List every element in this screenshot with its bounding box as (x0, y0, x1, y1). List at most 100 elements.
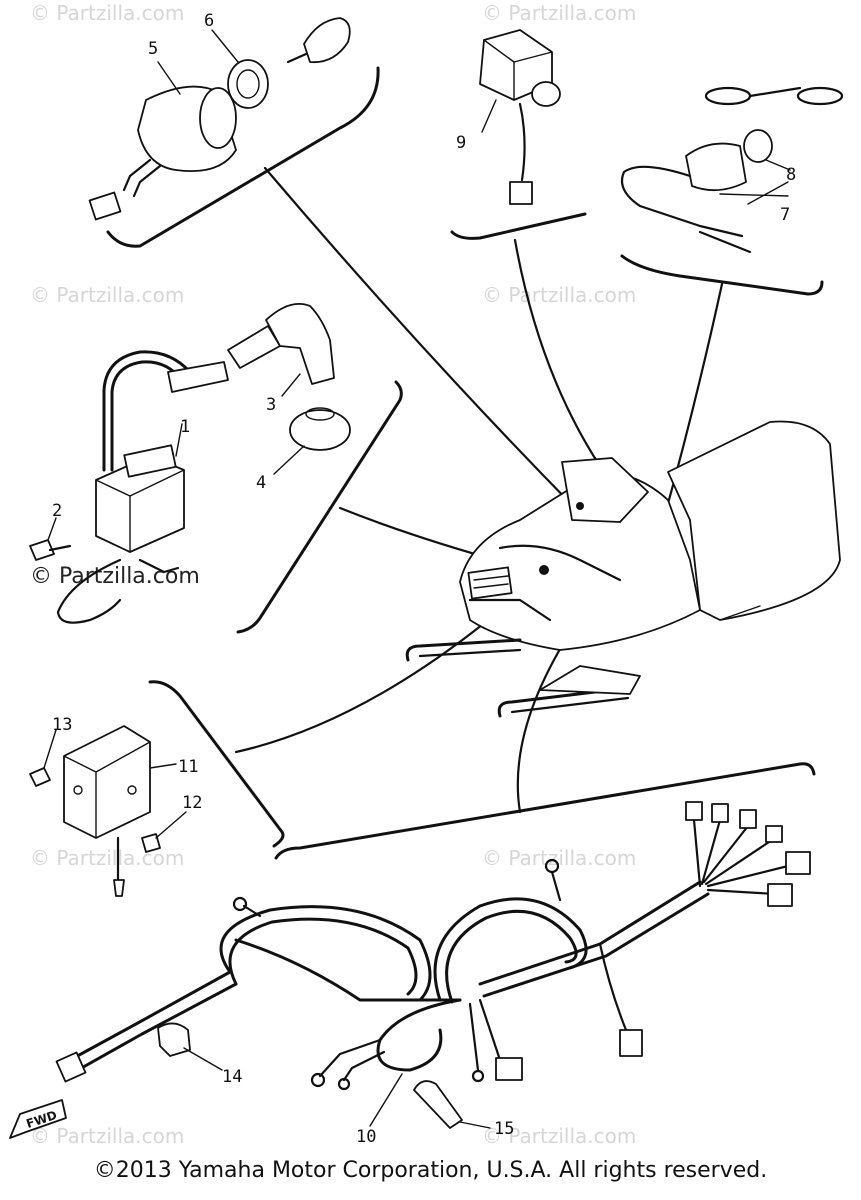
callout-9: 9 (456, 133, 466, 153)
cable-loop (796, 86, 844, 106)
harness-lead (342, 1050, 386, 1082)
callout-2: 2 (52, 501, 62, 521)
watermark: © Partzilla.com (30, 846, 184, 870)
grille-slats (473, 575, 509, 589)
main-switch-assembly (88, 17, 351, 221)
stop-switch-assembly (479, 29, 561, 205)
harness-trunk (76, 982, 238, 1072)
cdi-terminal (113, 879, 125, 897)
nut-13 (29, 767, 51, 787)
ring-terminal (232, 896, 248, 912)
callout-13: 13 (52, 715, 72, 735)
wire-harness-assembly (55, 801, 811, 1129)
watermark: © Partzilla.com (482, 846, 636, 870)
leader-6 (211, 29, 239, 63)
callout-4: 4 (256, 473, 266, 493)
main-switch-connector (88, 191, 122, 221)
leader-10 (369, 1073, 403, 1127)
ignition-coil-bracket (123, 444, 177, 478)
callout-5: 5 (148, 39, 158, 59)
watermark: © Partzilla.com (30, 1, 184, 25)
harness-run (482, 892, 710, 998)
watermark: © Partzilla.com (30, 283, 184, 307)
main-switch-wire (122, 158, 152, 192)
cdi-mount-hole (73, 785, 83, 795)
main-switch-wire (132, 164, 162, 198)
callout-12: 12 (182, 793, 202, 813)
callout-3: 3 (266, 395, 276, 415)
hood-line (498, 544, 622, 582)
callout-6: 6 (204, 11, 214, 31)
harness-connector (685, 801, 703, 821)
harness-connector (767, 883, 793, 907)
leader-11 (149, 763, 177, 769)
harness-connector (765, 825, 783, 843)
main-switch-face (199, 87, 237, 149)
washer-12 (141, 833, 161, 853)
leader-key-switch (263, 166, 577, 510)
watermark: © Partzilla.com (482, 1, 636, 25)
light-switch-wire (698, 230, 752, 254)
callout-8: 8 (786, 165, 796, 185)
harness-run (478, 880, 702, 986)
harness-connector (739, 809, 757, 829)
light-switch-wire (620, 165, 744, 238)
coil-bolt-head (29, 539, 55, 561)
connector-lead (692, 818, 702, 888)
light-switch-body (685, 142, 747, 192)
bracket-top-middle (450, 212, 587, 240)
plug-cap (265, 302, 335, 385)
harness-loop-left (228, 917, 418, 996)
ring-terminal (310, 1072, 326, 1088)
coil-wire (138, 558, 180, 574)
clamp-15 (413, 1080, 463, 1129)
harness-connector (785, 851, 811, 875)
callout-1: 1 (180, 417, 190, 437)
leader-7 (747, 181, 789, 205)
stop-switch-wire (518, 102, 526, 182)
coil-bolt-shank (48, 544, 72, 552)
switch-nut-hole (236, 69, 260, 99)
headlight-grille (467, 566, 513, 600)
harness-loop-lower (376, 998, 462, 1072)
right-ski (510, 696, 630, 714)
harness-connector (619, 1029, 643, 1057)
forward-arrow: FWD (9, 1099, 67, 1139)
stop-switch-connector (509, 181, 533, 205)
callout-numbers: 5 6 9 8 7 1 2 3 4 13 11 12 14 10 15 (52, 11, 796, 1147)
harness-lead (318, 1038, 382, 1078)
high-tension-cord (110, 360, 184, 472)
harness-branch (234, 938, 462, 1002)
leader-9 (481, 99, 497, 133)
harness-lead (242, 904, 262, 918)
leader-1 (175, 423, 183, 457)
connector-lead (706, 864, 790, 888)
seat (667, 420, 841, 621)
plug-cap-cover-top (305, 407, 335, 421)
bracket-harness (274, 762, 816, 860)
harness-connector (55, 1051, 87, 1083)
watermark: © Partzilla.com (482, 283, 636, 307)
leader-13 (43, 729, 57, 769)
callout-7: 7 (780, 205, 790, 225)
leader-3 (281, 373, 301, 397)
leader-7 (719, 193, 789, 197)
connector-lead (700, 818, 722, 886)
ring-terminal (544, 858, 560, 874)
control-knob (539, 565, 549, 575)
watermark-dark: © Partzilla.com (30, 564, 200, 589)
connector-lead (702, 824, 750, 884)
cable-loop (704, 86, 752, 106)
bracket-top-right (620, 254, 824, 296)
ring-terminal (337, 1077, 351, 1091)
switch-nut (227, 59, 269, 109)
watermark: © Partzilla.com (30, 1124, 184, 1148)
leader-4 (273, 445, 305, 475)
harness-drop (598, 942, 628, 1032)
bracket-mid-left (236, 380, 403, 634)
hood-line (468, 598, 552, 622)
left-ski (405, 638, 522, 662)
ring-terminal (471, 1069, 485, 1083)
